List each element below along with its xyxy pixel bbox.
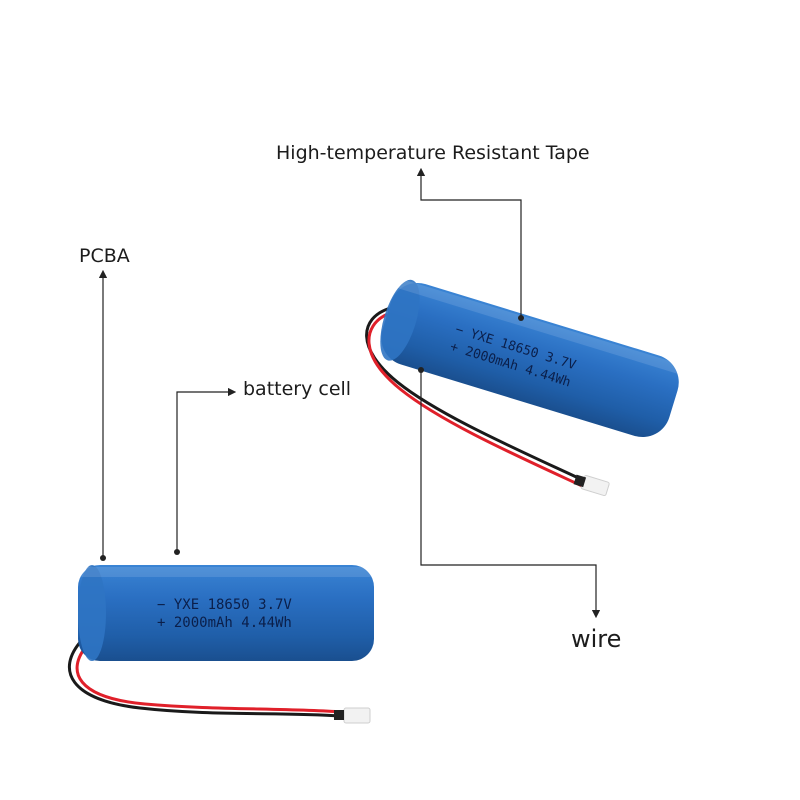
callout-wire: wire	[571, 625, 622, 653]
battery-print-line2-bottom: + 2000mAh 4.44Wh	[157, 615, 292, 631]
wire-black-top	[365, 307, 588, 484]
callout-battery-cell: battery cell	[243, 378, 352, 400]
wire-black-bottom	[67, 638, 341, 718]
battery-pack-top: − YXE 18650 3.7V + 2000mAh 4.44Wh	[365, 279, 684, 497]
connector-bottom	[343, 707, 371, 724]
pointer-wire	[418, 367, 601, 619]
pointer-battery-cell	[174, 387, 237, 555]
pointer-pcba	[98, 269, 108, 561]
wire-red-bottom	[75, 643, 343, 714]
battery-cell-bottom	[78, 565, 374, 661]
pointer-tape	[416, 167, 524, 321]
wire-red-top	[367, 312, 588, 490]
callout-pcba: PCBA	[79, 245, 130, 267]
battery-pack-bottom: − YXE 18650 3.7V + 2000mAh 4.44Wh	[67, 565, 374, 724]
battery-print-line1-bottom: − YXE 18650 3.7V	[157, 597, 292, 613]
callout-tape: High-temperature Resistant Tape	[276, 142, 590, 164]
battery-cell-top	[381, 282, 679, 438]
